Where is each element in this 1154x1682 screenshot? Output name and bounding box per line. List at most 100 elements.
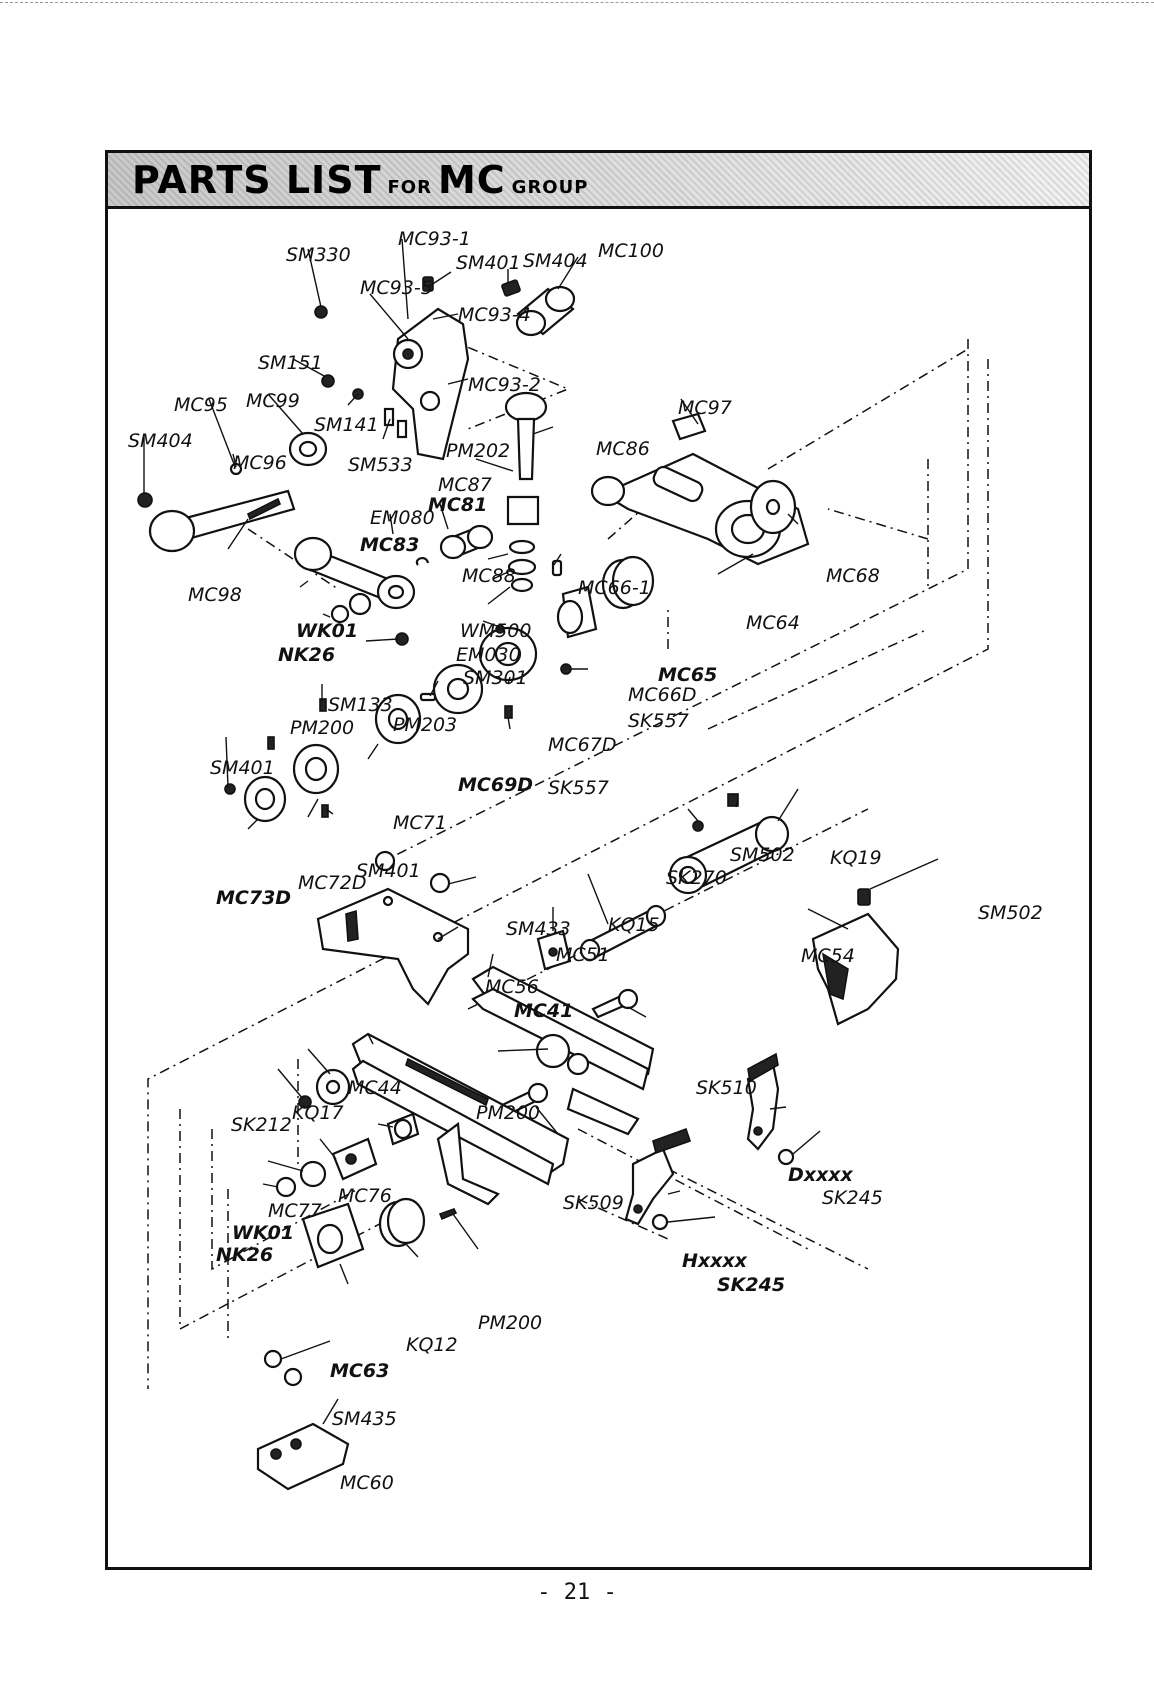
label-mc93-5: MC93-5	[360, 277, 433, 299]
title-group: GROUP	[511, 176, 589, 198]
label-mc67d: MC67D	[548, 734, 616, 756]
kq19-sleeve	[668, 793, 790, 895]
label-mc77: MC77	[268, 1200, 322, 1222]
label-sm141: SM141	[314, 414, 379, 436]
label-kq17: KQ17	[292, 1102, 344, 1124]
label-mc56: MC56	[485, 976, 539, 998]
label-sk557: SK557	[628, 710, 689, 732]
label-pm200-b: PM200	[476, 1102, 540, 1124]
label-mc65: MC65	[658, 664, 717, 686]
label-mc93-2: MC93-2	[468, 374, 541, 396]
label-sk557-b: SK557	[548, 777, 609, 799]
crank-head-assembly	[137, 276, 576, 508]
label-sk510: SK510	[696, 1077, 757, 1099]
mc100-bushing	[515, 285, 576, 337]
label-kq19: KQ19	[830, 847, 882, 869]
label-sm330: SM330	[286, 244, 351, 266]
exploded-parts-diagram: SM330 MC93-1 SM401 SM404 MC100 MC93-5 MC…	[128, 228, 1043, 1494]
label-mc51: MC51	[556, 944, 610, 966]
label-sm533: SM533	[348, 454, 413, 476]
label-mc88: MC88	[462, 565, 516, 587]
label-em030: EM030	[456, 644, 521, 666]
label-nk26: NK26	[278, 644, 335, 666]
label-wm500: WM500	[460, 620, 531, 642]
label-wk01-b: WK01	[232, 1222, 294, 1244]
label-mc99: MC99	[246, 390, 300, 412]
label-mc98: MC98	[188, 584, 242, 606]
mc60-block	[256, 1349, 350, 1491]
long-screws	[496, 988, 639, 1119]
leader-lines	[143, 238, 939, 1425]
feed-dog-d	[746, 1052, 795, 1166]
label-sm301: SM301	[463, 667, 528, 689]
label-sk212: SK212	[231, 1114, 292, 1136]
mc56-plate	[316, 850, 470, 1006]
label-pm200-c: PM200	[478, 1312, 542, 1334]
title-parts-list: PARTS LIST	[132, 157, 382, 202]
part-labels: SM330 MC93-1 SM401 SM404 MC100 MC93-5 MC…	[128, 228, 1043, 1494]
title-banner: PARTS LIST FOR MC GROUP	[108, 153, 1089, 209]
label-mc64: MC64	[746, 612, 800, 634]
label-mc81: MC81	[428, 494, 487, 516]
label-mc86: MC86	[596, 438, 650, 460]
label-mc44: MC44	[348, 1077, 402, 1099]
label-mc97: MC97	[678, 397, 732, 419]
left-shaft-assembly	[148, 431, 328, 553]
label-kq15: KQ15	[608, 914, 660, 936]
label-mc60: MC60	[340, 1472, 394, 1494]
parts-list-frame	[105, 150, 1092, 1570]
collar-group	[224, 698, 340, 823]
label-sk245: SK245	[822, 1187, 883, 1209]
label-sm433: SM433	[506, 918, 571, 940]
label-pm202: PM202	[446, 440, 510, 462]
mc54-block	[811, 888, 900, 1026]
kq15-shaft	[579, 904, 667, 962]
label-sm151: SM151	[258, 352, 323, 374]
label-dxxxx: Dxxxx	[788, 1164, 854, 1186]
label-sm404-b: SM404	[128, 430, 193, 452]
title-mc: MC	[437, 157, 506, 202]
label-sm401-b: SM401	[210, 757, 275, 779]
feed-dog-h	[624, 1127, 692, 1231]
label-mc72d: MC72D	[298, 872, 366, 894]
label-sk245-b: SK245	[717, 1274, 785, 1296]
center-spring-stack	[415, 391, 548, 593]
label-pm203: PM203	[393, 714, 457, 736]
label-sm133: SM133	[328, 694, 393, 716]
label-sm401-c: SM401	[356, 860, 421, 882]
page-number: - 21 -	[537, 1580, 617, 1605]
page-title: PARTS LIST FOR MC GROUP	[132, 158, 594, 202]
mc83-connecting-rod	[293, 536, 416, 624]
label-mc66-1: MC66-1	[578, 577, 651, 599]
label-mc87: MC87	[438, 474, 492, 496]
label-nk26-b: NK26	[216, 1244, 273, 1266]
label-mc76: MC76	[338, 1185, 392, 1207]
label-hxxxx: Hxxxx	[682, 1250, 748, 1272]
label-kq12: KQ12	[406, 1334, 458, 1356]
label-mc69d: MC69D	[458, 774, 533, 796]
eccentric-group	[374, 624, 572, 745]
label-em080: EM080	[370, 507, 435, 529]
label-sk270: SK270	[666, 867, 727, 889]
label-sm401: SM401	[456, 252, 521, 274]
mc51-block	[536, 929, 572, 971]
mc64-crank-frame	[590, 412, 810, 566]
label-wk01: WK01	[296, 620, 358, 642]
label-mc66d: MC66D	[628, 684, 696, 706]
label-sm502: SM502	[730, 844, 795, 866]
label-mc71: MC71	[393, 812, 447, 834]
mc63-block	[301, 1197, 458, 1269]
label-mc93-1: MC93-1	[398, 228, 471, 250]
label-mc95: MC95	[174, 394, 228, 416]
mc44-feed-bar	[351, 1032, 570, 1206]
label-sm435: SM435	[332, 1408, 397, 1430]
mc65-needle-bearing	[551, 555, 655, 639]
label-sk509: SK509	[563, 1192, 624, 1214]
label-mc54: MC54	[801, 945, 855, 967]
label-mc41: MC41	[514, 1000, 573, 1022]
label-mc83: MC83	[360, 534, 419, 556]
label-sm502-b: SM502	[978, 902, 1043, 924]
scan-edge-line	[0, 2, 1154, 4]
left-lower-group	[275, 1068, 420, 1198]
label-mc93-4: MC93-4	[458, 304, 531, 326]
